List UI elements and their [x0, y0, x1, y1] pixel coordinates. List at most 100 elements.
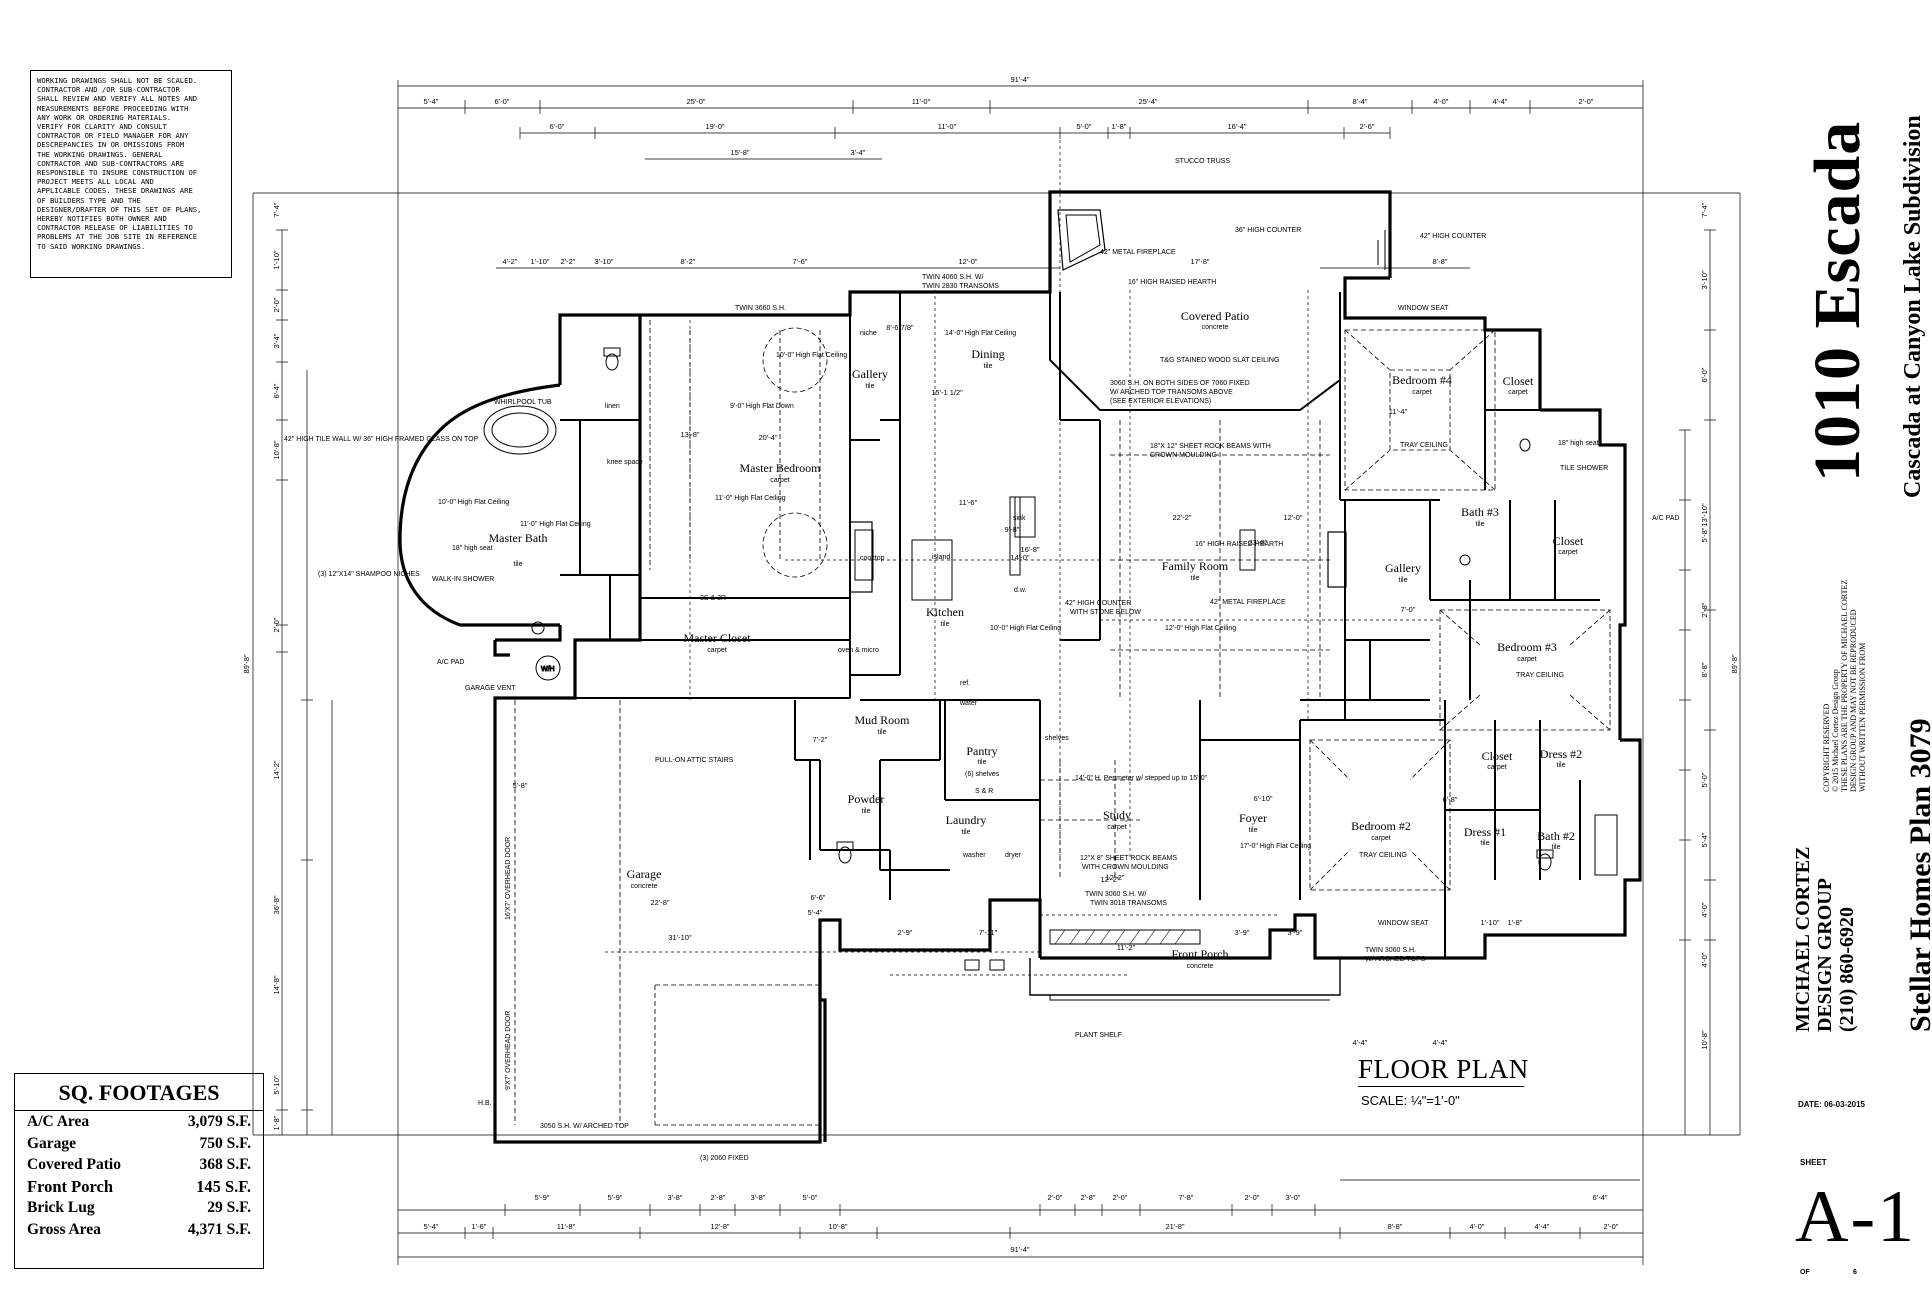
svg-text:14'-0" H. Perimeter w/ stepped: 14'-0" H. Perimeter w/ stepped up to 15'… — [1075, 775, 1208, 782]
dimension-label: 3'-4" — [272, 333, 281, 348]
svg-text:tile: tile — [941, 621, 950, 628]
dimension-label: 3'-4" — [851, 148, 866, 157]
svg-text:W/H: W/H — [541, 666, 555, 673]
sq-footage-value: 29 S.F. — [207, 1199, 251, 1216]
dimension-label: 20'-4" — [758, 433, 777, 442]
svg-text:oven & micro: oven & micro — [838, 647, 879, 654]
sq-footage-value: 145 S.F. — [196, 1176, 251, 1196]
dimension-label: 3'-9" — [1288, 928, 1303, 937]
dimension-label: 11'-0" — [912, 97, 931, 106]
svg-text:tile: tile — [978, 759, 987, 766]
dimension-label: 11'-6" — [959, 498, 978, 507]
svg-text:Gallery: Gallery — [852, 367, 888, 381]
dimension-label: 15'-1 1/2" — [931, 388, 963, 397]
dimension-label: 1'-8" — [272, 1115, 281, 1130]
svg-text:S & R: S & R — [975, 788, 993, 795]
dimension-label: 6'-4" — [1593, 1193, 1608, 1202]
svg-text:Garage: Garage — [627, 867, 662, 881]
dimension-label: 9'-8" — [1005, 525, 1020, 534]
svg-text:tile: tile — [1481, 840, 1490, 847]
dimension-label: 2'-0" — [272, 297, 281, 312]
dimension-label: 1'-8" — [1112, 122, 1127, 131]
dimension-label: 8'-6 7/8" — [886, 323, 914, 332]
drawing-scale: SCALE: ¼"=1'-0" — [1361, 1093, 1460, 1108]
dimension-rows: 5'-4"6'-0"25'-0"11'-0"25'-4"8'-4"4'-0"4'… — [272, 97, 1709, 1231]
svg-text:carpet: carpet — [770, 477, 790, 484]
svg-text:Master Bath: Master Bath — [489, 531, 548, 545]
dimension-label: 5'-0" — [1077, 122, 1092, 131]
room-labels: Master Bedroom carpet Master Bath tile M… — [489, 309, 1584, 970]
svg-text:A/C PAD: A/C PAD — [437, 659, 465, 666]
dimension-label: 4'-0" — [1470, 1222, 1485, 1231]
svg-text:WINDOW SEAT: WINDOW SEAT — [1378, 920, 1429, 927]
svg-text:TILE SHOWER: TILE SHOWER — [1560, 465, 1608, 472]
svg-text:linen: linen — [605, 403, 620, 410]
svg-text:Family Room: Family Room — [1162, 559, 1229, 573]
svg-text:Dining: Dining — [971, 347, 1004, 361]
svg-text:(6) shelves: (6) shelves — [965, 771, 1000, 778]
svg-text:T&G STAINED WOOD SLAT CEILING: T&G STAINED WOOD SLAT CEILING — [1160, 357, 1279, 364]
dimension-label: 8'-8" — [1433, 257, 1448, 266]
dimension-text: 91'-4" 91'-4" 89'-8" 89'-8" — [242, 75, 1739, 1254]
svg-text:42" METAL FIREPLACE: 42" METAL FIREPLACE — [1100, 249, 1176, 256]
svg-text:ref.: ref. — [960, 680, 970, 687]
svg-text:TWIN 3060 S.H.: TWIN 3060 S.H. — [1365, 947, 1416, 954]
dimension-label: 14'-0" — [1010, 553, 1029, 562]
interior-walls — [560, 191, 1600, 958]
svg-text:concrete: concrete — [631, 883, 658, 890]
svg-text:WALK-IN SHOWER: WALK-IN SHOWER — [432, 576, 494, 583]
dimension-label: 3'-0" — [1286, 1193, 1301, 1202]
svg-text:tile: tile — [1476, 521, 1485, 528]
dimension-label: 2'-8" — [1700, 602, 1709, 617]
svg-text:TRAY CEILING: TRAY CEILING — [1516, 672, 1564, 679]
dimension-label: 7'-8" — [1179, 1193, 1194, 1202]
svg-text:Kitchen: Kitchen — [926, 605, 964, 619]
dimension-label: 7'-2" — [813, 735, 828, 744]
svg-text:Dress #2: Dress #2 — [1540, 747, 1582, 761]
dimension-label: 3'-8" — [751, 1193, 766, 1202]
svg-text:42" HIGH TILE WALL W/ 36" HIGH: 42" HIGH TILE WALL W/ 36" HIGH FRAMED GL… — [284, 436, 479, 443]
dimension-label: 11'-4" — [1389, 407, 1408, 416]
svg-text:tile: tile — [1552, 844, 1561, 851]
dimension-label: 8'-4" — [1353, 97, 1368, 106]
dimension-label: 22'-8" — [650, 898, 669, 907]
dimension-label: 1'-6" — [472, 1222, 487, 1231]
svg-text:washer: washer — [962, 852, 986, 859]
drawing-title: FLOOR PLAN — [1358, 1054, 1529, 1084]
svg-text:tile: tile — [514, 561, 523, 568]
dimension-label: 6'-0" — [495, 97, 510, 106]
svg-text:Master Bedroom: Master Bedroom — [740, 461, 822, 475]
designer-name: MICHAEL CORTEZ DESIGN GROUP (210) 860-69… — [1792, 846, 1858, 1032]
svg-text:TWIN 3660 S.H.: TWIN 3660 S.H. — [735, 305, 786, 312]
dimension-label: 2'-0" — [1113, 1193, 1128, 1202]
svg-text:10'-0" High Flat Ceiling: 10'-0" High Flat Ceiling — [990, 625, 1061, 632]
svg-text:WITH STONE BELOW: WITH STONE BELOW — [1070, 609, 1141, 616]
dimension-lines — [252, 80, 1741, 1265]
sq-footage-label: Gross Area — [27, 1220, 101, 1238]
dimension-label: 6'-4" — [272, 383, 281, 398]
svg-text:TWIN 2830 TRANSOMS: TWIN 2830 TRANSOMS — [922, 283, 999, 290]
svg-text:carpet: carpet — [1487, 764, 1507, 771]
svg-text:island: island — [932, 554, 950, 561]
svg-text:water: water — [959, 700, 978, 707]
svg-text:(SEE EXTERIOR ELEVATIONS): (SEE EXTERIOR ELEVATIONS) — [1110, 398, 1211, 405]
svg-text:TWIN 4060 S.H. W/: TWIN 4060 S.H. W/ — [922, 274, 984, 281]
svg-text:carpet: carpet — [1508, 389, 1528, 396]
sq-footage-value: 3,079 S.F. — [187, 1113, 251, 1130]
svg-text:cooktop: cooktop — [860, 555, 885, 562]
dimension-label: 6'-0" — [550, 122, 565, 131]
svg-text:H.B.: H.B. — [478, 1100, 492, 1107]
dimension-label: 4'-0" — [1434, 97, 1449, 106]
dimension-label: 14'-8" — [272, 975, 281, 994]
dimension-label: 3'-10" — [1700, 270, 1709, 289]
dimension-label: 25'-0" — [686, 97, 705, 106]
svg-text:Powder: Powder — [848, 792, 885, 806]
svg-text:10'-0" High Flat Ceiling: 10'-0" High Flat Ceiling — [776, 352, 847, 359]
dimension-label: 5'-4" — [808, 908, 823, 917]
svg-text:niche: niche — [860, 330, 877, 337]
subdivision-name: Cascada at Canyon Lake Subdivision — [1900, 115, 1926, 498]
dimension-label: 4'-4" — [1353, 1038, 1368, 1047]
